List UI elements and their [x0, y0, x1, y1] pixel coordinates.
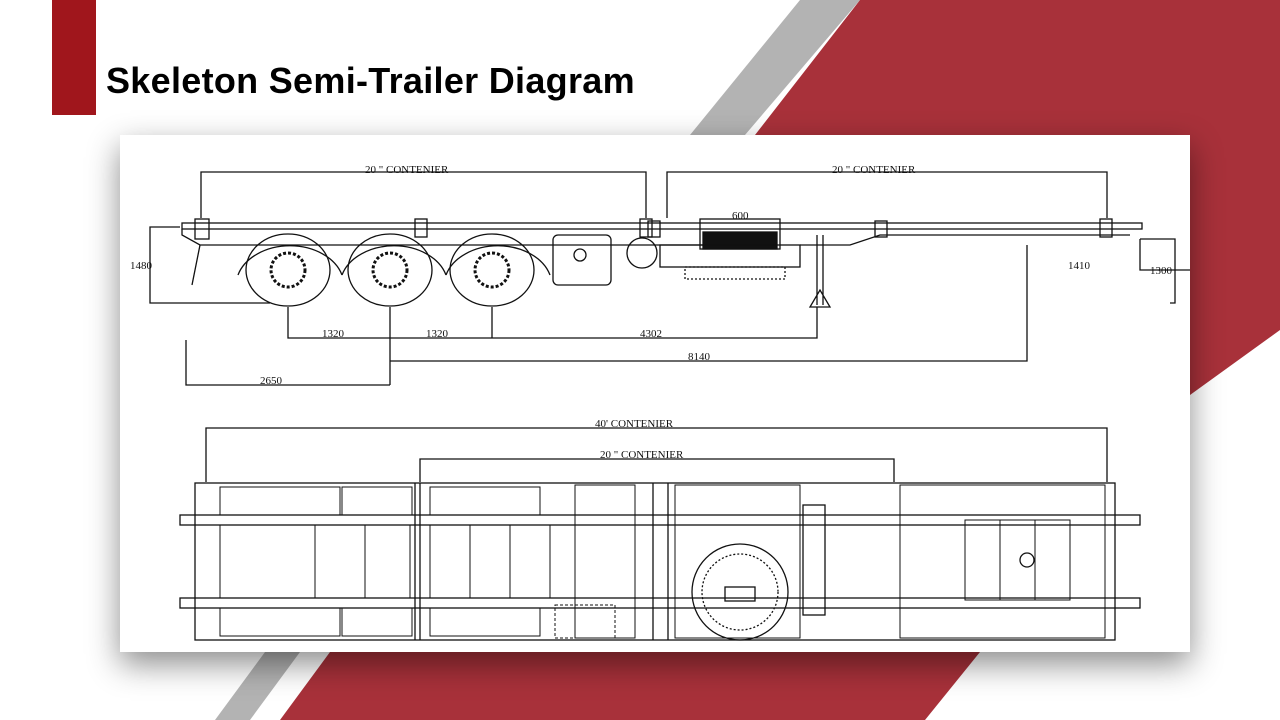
top-container-label-40: 40' CONTENIER: [595, 418, 674, 430]
bottom-red-shape: [280, 652, 980, 720]
frame-outline: [194, 482, 1116, 641]
bottom-gray-stripe: [215, 652, 300, 720]
landing-gear: [808, 235, 832, 308]
dim-600: 600: [732, 210, 749, 222]
fifth-wheel-plate: [691, 543, 789, 641]
slide-title: Skeleton Semi-Trailer Diagram: [106, 60, 635, 101]
air-tank: [626, 237, 658, 269]
top-gray-stripe: [690, 0, 860, 135]
dim-8140: 8140: [688, 351, 711, 363]
top-view: 40' CONTENIER 20 " CONTENIER: [179, 418, 1141, 641]
trailer-diagram-panel: 20 " CONTENIER 20 " CONTENIER 600 1480 1…: [120, 135, 1190, 652]
wheels: [237, 233, 551, 307]
side-container-label-right: 20 " CONTENIER: [832, 164, 916, 176]
main-beam: [181, 222, 1143, 230]
side-container-label-left: 20 " CONTENIER: [365, 164, 449, 176]
top-container-label-20: 20 " CONTENIER: [600, 449, 684, 461]
tool-box: [552, 234, 612, 286]
dim-height-right: 1300: [1150, 265, 1173, 277]
dim-axle-2: 1320: [426, 328, 449, 340]
dim-2650: 2650: [260, 375, 283, 387]
top-red-shape: [755, 0, 1280, 395]
title-accent-bar: [52, 0, 96, 115]
dim-axle-1: 1320: [322, 328, 345, 340]
dim-height-left: 1480: [130, 260, 153, 272]
dim-1410: 1410: [1068, 260, 1091, 272]
kingpin-plate: [802, 504, 826, 616]
dim-4302: 4302: [640, 328, 662, 340]
side-view: 20 " CONTENIER 20 " CONTENIER 600 1480 1…: [130, 164, 1190, 387]
